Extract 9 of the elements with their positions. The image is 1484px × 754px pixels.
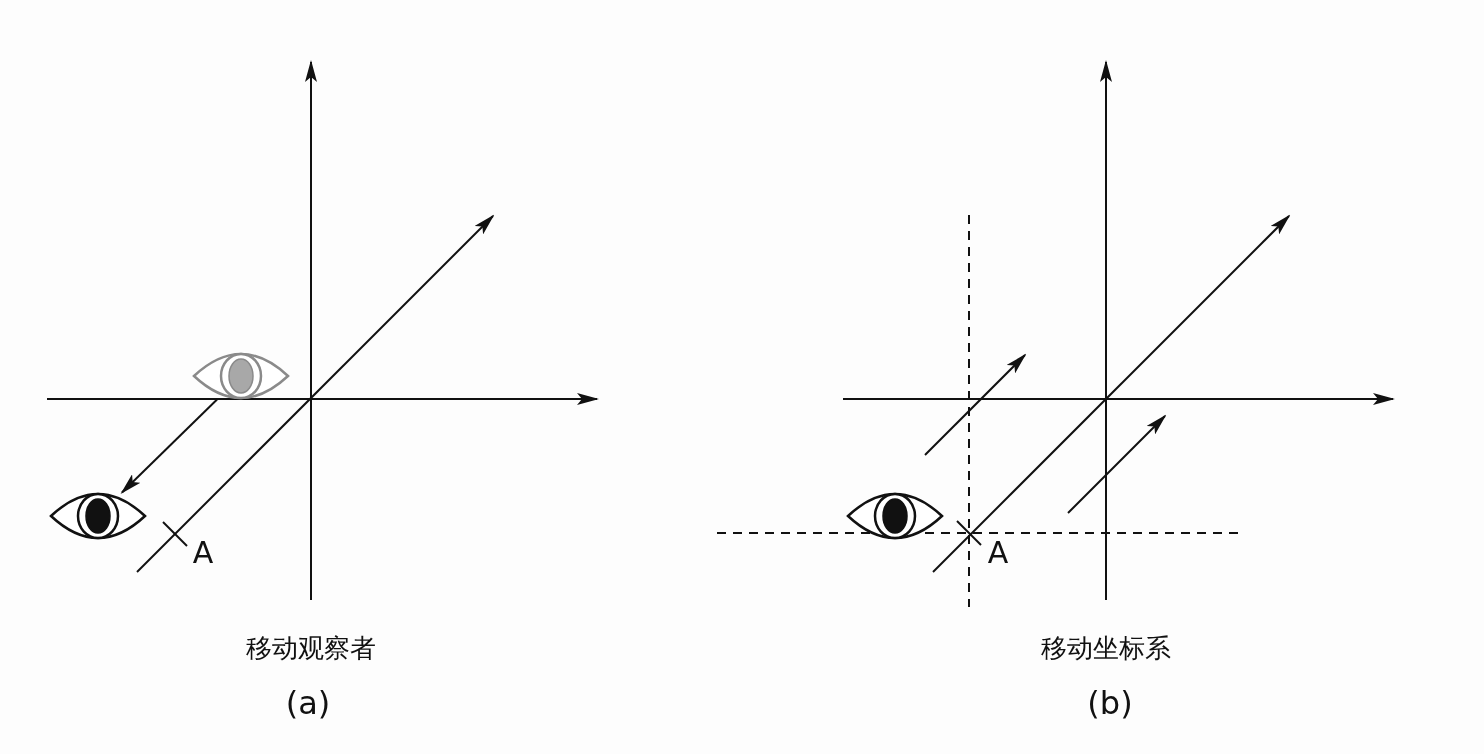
caption: 移动坐标系 — [1041, 635, 1171, 661]
arrow — [120, 398, 219, 494]
panel-label: (b) — [1087, 687, 1133, 719]
panel-label: (a) — [285, 687, 331, 719]
eye-icon — [192, 352, 290, 400]
point-label: A — [987, 538, 1009, 568]
point-label: A — [192, 538, 214, 568]
caption: 移动观察者 — [246, 635, 376, 661]
eye-icon — [49, 492, 147, 540]
